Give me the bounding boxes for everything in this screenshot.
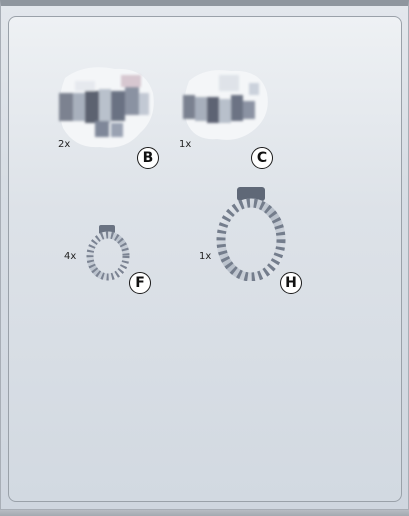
part-c-callout: C (251, 147, 273, 169)
part-f-callout: F (129, 272, 151, 294)
part-h-quantity: 1x (199, 251, 212, 262)
part-h-callout: H (280, 272, 302, 294)
bottom-edge (0, 510, 409, 516)
hose-clamp-icon (216, 187, 286, 281)
part-c-quantity: 1x (179, 139, 192, 150)
part-c-image (181, 67, 271, 145)
part-b-quantity: 2x (58, 139, 71, 150)
blurred-part-icon (59, 67, 154, 148)
hose-clamp-icon (86, 225, 130, 281)
part-f-image (85, 223, 131, 281)
part-h-image (213, 185, 289, 281)
blurred-part-icon (183, 70, 268, 140)
part-f-quantity: 4x (64, 251, 77, 262)
part-b-callout: B (137, 147, 159, 169)
part-b-image (55, 63, 157, 153)
parts-panel-inner: 2x B 1x C (8, 16, 402, 502)
